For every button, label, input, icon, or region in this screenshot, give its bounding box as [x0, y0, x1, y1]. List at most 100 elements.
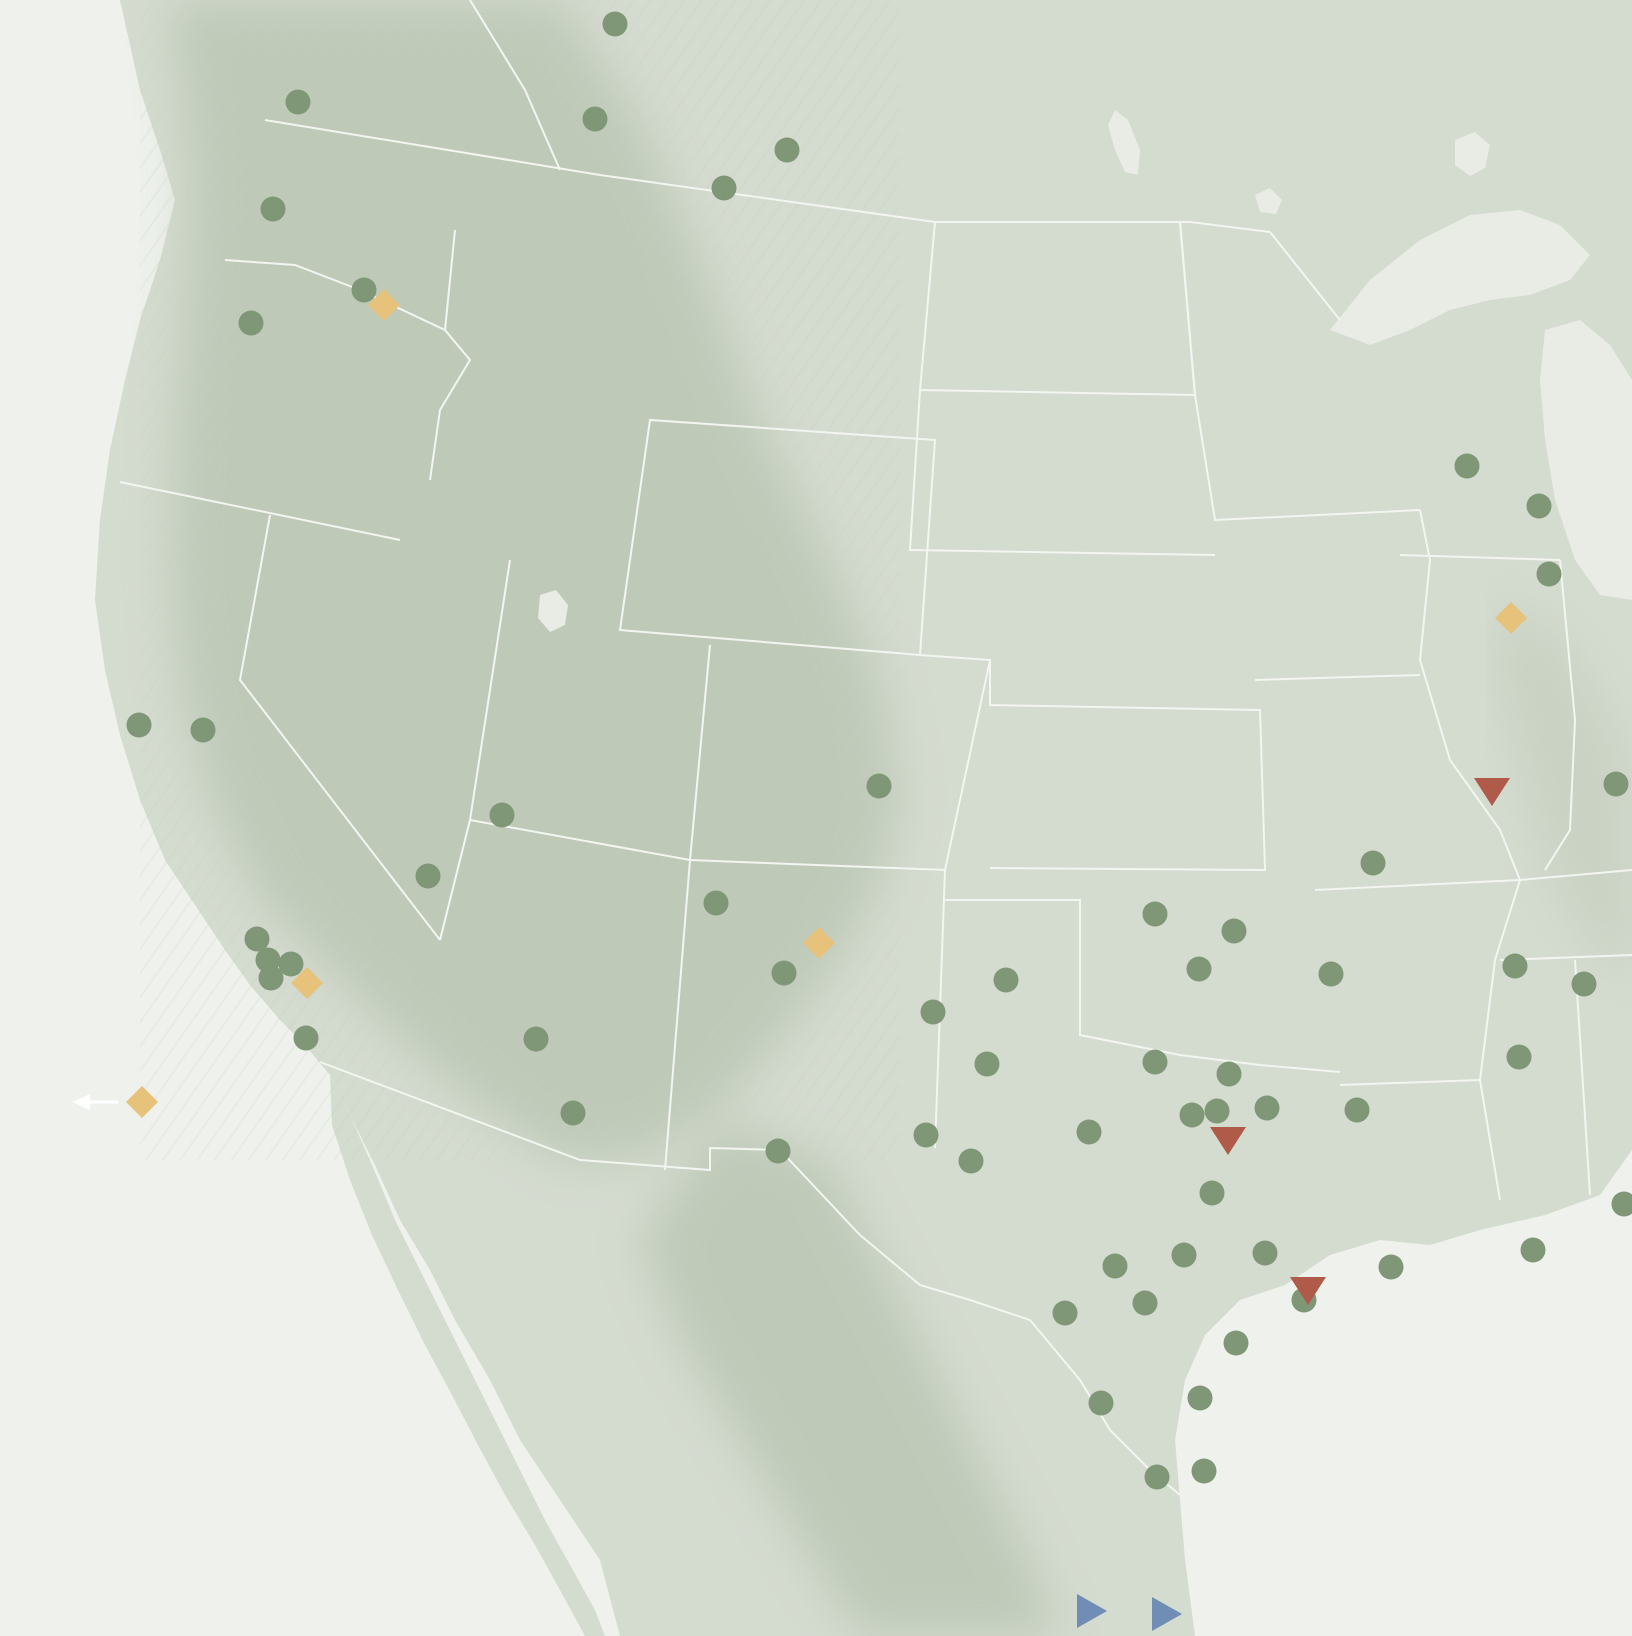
circle-marker-icon[interactable] — [1506, 1044, 1532, 1070]
circle-marker-icon[interactable] — [293, 1025, 319, 1051]
border-wisconsin-illinois — [1399, 554, 1561, 561]
diamond-marker-icon[interactable] — [803, 927, 835, 959]
circle-marker-icon[interactable] — [1171, 1242, 1197, 1268]
border-washington-oregon — [224, 259, 446, 331]
lake-of-the-woods — [1255, 188, 1282, 214]
circle-marker-icon[interactable] — [1536, 561, 1562, 587]
circle-marker-icon[interactable] — [1186, 956, 1212, 982]
circle-marker-icon[interactable] — [1454, 453, 1480, 479]
border-nevada-ca — [238, 514, 441, 941]
diamond-marker-icon[interactable] — [291, 967, 323, 999]
circle-marker-icon[interactable] — [1076, 1119, 1102, 1145]
lake-superior — [1330, 210, 1590, 345]
circle-marker-icon[interactable] — [126, 712, 152, 738]
appalachian-relief — [1500, 600, 1632, 980]
border-kansas — [989, 660, 1267, 872]
circle-marker-icon[interactable] — [1360, 850, 1386, 876]
border-western-canada — [469, 0, 561, 171]
circle-marker-icon[interactable] — [1102, 1253, 1128, 1279]
arrow-left-icon — [72, 1094, 118, 1110]
circle-marker-icon[interactable] — [1191, 1458, 1217, 1484]
border-oklahoma-texas — [945, 899, 1341, 1073]
border-minnesota — [1179, 221, 1421, 522]
circle-marker-icon[interactable] — [1520, 1237, 1546, 1263]
circle-marker-icon[interactable] — [1142, 901, 1168, 927]
border-canada-us — [264, 119, 1341, 321]
circle-marker-icon[interactable] — [1199, 1180, 1225, 1206]
border-illinois-indiana — [1544, 559, 1577, 871]
circle-marker-icon[interactable] — [1221, 918, 1247, 944]
border-us-mexico — [319, 1061, 1181, 1496]
circle-marker-icon[interactable] — [523, 1026, 549, 1052]
circle-marker-icon[interactable] — [866, 773, 892, 799]
circle-marker-icon[interactable] — [1611, 1191, 1632, 1217]
circle-marker-icon[interactable] — [1318, 961, 1344, 987]
baja-california — [330, 1075, 605, 1636]
circle-marker-icon[interactable] — [993, 967, 1019, 993]
circle-marker-icon[interactable] — [489, 802, 515, 828]
lake-nipigon — [1455, 132, 1490, 176]
circle-marker-icon[interactable] — [1216, 1061, 1242, 1087]
border-nebraska-sd — [908, 389, 1216, 556]
circle-marker-icon[interactable] — [351, 277, 377, 303]
circle-marker-icon[interactable] — [1223, 1330, 1249, 1356]
circle-marker-icon[interactable] — [560, 1100, 586, 1126]
diamond-marker-icon[interactable] — [126, 1086, 158, 1118]
circle-marker-icon[interactable] — [1052, 1300, 1078, 1326]
ridge-texture — [140, 0, 900, 1160]
circle-marker-icon[interactable] — [1204, 1098, 1230, 1124]
circle-marker-icon[interactable] — [1179, 1102, 1205, 1128]
circle-marker-icon[interactable] — [765, 1138, 791, 1164]
sierra-madre-relief — [640, 1120, 1060, 1636]
circle-marker-icon[interactable] — [278, 951, 304, 977]
down-triangle-marker-icon[interactable] — [1474, 778, 1510, 806]
border-kentucky-tennessee — [1519, 869, 1632, 881]
circle-marker-icon[interactable] — [1187, 1385, 1213, 1411]
circle-marker-icon[interactable] — [1344, 1097, 1370, 1123]
lakes — [538, 110, 1632, 632]
map-markers — [72, 11, 1632, 1631]
circle-marker-icon[interactable] — [258, 965, 284, 991]
circle-marker-icon[interactable] — [1088, 1390, 1114, 1416]
circle-marker-icon[interactable] — [1252, 1240, 1278, 1266]
circle-marker-icon[interactable] — [1378, 1254, 1404, 1280]
circle-marker-icon[interactable] — [238, 310, 264, 336]
circle-marker-icon[interactable] — [958, 1148, 984, 1174]
circle-marker-icon[interactable] — [1144, 1464, 1170, 1490]
circle-marker-icon[interactable] — [974, 1051, 1000, 1077]
border-oregon-california — [119, 481, 401, 541]
circle-marker-icon[interactable] — [1142, 1049, 1168, 1075]
circle-marker-icon[interactable] — [1132, 1290, 1158, 1316]
diamond-marker-icon[interactable] — [1495, 602, 1527, 634]
border-missouri-arkansas — [1314, 879, 1521, 891]
diamond-marker-icon[interactable] — [368, 289, 400, 321]
circle-marker-icon[interactable] — [1603, 771, 1629, 797]
circle-marker-icon[interactable] — [920, 999, 946, 1025]
circle-marker-icon[interactable] — [774, 137, 800, 163]
circle-marker-icon[interactable] — [260, 196, 286, 222]
right-triangle-marker-icon[interactable] — [1077, 1594, 1107, 1628]
circle-marker-icon[interactable] — [771, 960, 797, 986]
circle-marker-icon[interactable] — [1502, 953, 1528, 979]
circle-marker-icon[interactable] — [703, 890, 729, 916]
right-triangle-marker-icon[interactable] — [1152, 1597, 1182, 1631]
circle-marker-icon[interactable] — [582, 106, 608, 132]
circle-marker-icon[interactable] — [1526, 493, 1552, 519]
circle-marker-icon[interactable] — [415, 863, 441, 889]
lake-winnipeg — [1108, 110, 1140, 175]
circle-marker-icon[interactable] — [285, 89, 311, 115]
lake-michigan — [1540, 320, 1632, 600]
down-triangle-marker-icon[interactable] — [1290, 1277, 1326, 1305]
circle-marker-icon[interactable] — [190, 717, 216, 743]
circle-marker-icon[interactable] — [1254, 1095, 1280, 1121]
circle-marker-icon[interactable] — [1571, 971, 1597, 997]
circle-marker-icon[interactable] — [711, 175, 737, 201]
circle-marker-icon[interactable] — [244, 926, 270, 952]
down-triangle-marker-icon[interactable] — [1210, 1127, 1246, 1155]
great-salt-lake — [538, 590, 568, 632]
circle-marker-icon[interactable] — [602, 11, 628, 37]
border-idaho-montana — [429, 229, 472, 481]
circle-marker-icon[interactable] — [913, 1122, 939, 1148]
